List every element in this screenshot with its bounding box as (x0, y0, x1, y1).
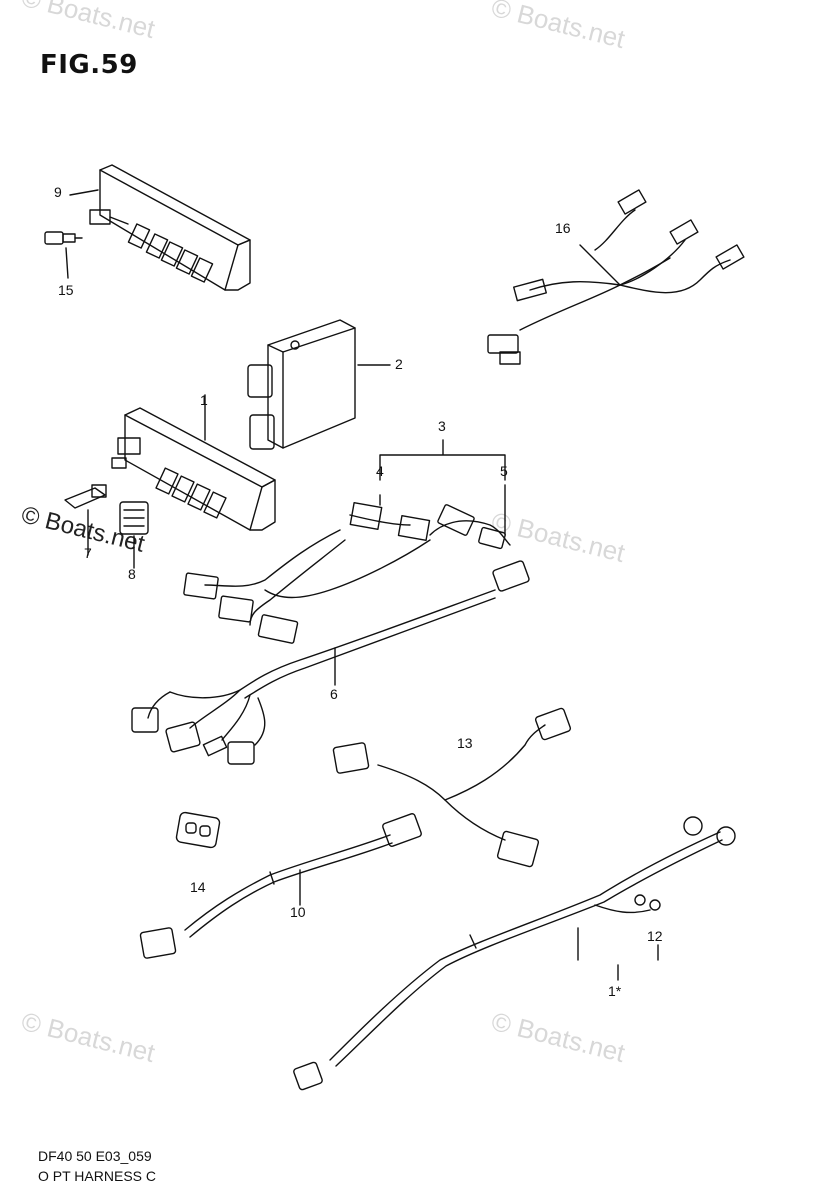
callout-12: 12 (647, 928, 663, 944)
callout-6: 6 (330, 686, 338, 702)
leader-15 (65, 247, 69, 279)
callout-7: 7 (84, 545, 92, 561)
drawing-caption: O PT HARNESS C (38, 1168, 156, 1184)
callout-15: 15 (58, 282, 74, 298)
callout-1: 1 (200, 392, 208, 408)
callout-16: 16 (555, 220, 571, 236)
callout-11: 1* (608, 983, 622, 999)
part-10-harness[interactable] (139, 813, 422, 959)
part-4-harness[interactable] (183, 502, 431, 644)
leader-11-12 (577, 927, 659, 981)
callout-5: 5 (500, 463, 508, 479)
part-5-harness[interactable] (264, 504, 511, 599)
part-9-relay-box[interactable] (89, 164, 251, 291)
leader-9 (69, 189, 99, 196)
part-6-main-harness[interactable] (131, 560, 530, 765)
part-16-wire-harness[interactable] (487, 189, 745, 365)
part-14-connector-block[interactable] (175, 811, 221, 849)
callout-10: 10 (290, 904, 306, 920)
part-13-harness[interactable] (332, 707, 572, 868)
part-7-terminal[interactable] (64, 484, 107, 509)
callout-8: 8 (128, 566, 136, 582)
part-8-connector[interactable] (119, 501, 149, 535)
drawing-code: DF40 50 E03_059 (38, 1148, 152, 1164)
callout-14: 14 (190, 879, 206, 895)
part-15-terminal[interactable] (44, 231, 83, 245)
callout-2: 2 (395, 356, 403, 372)
part-1-relay-box[interactable] (111, 407, 276, 531)
figure-title: FIG.59 (40, 50, 138, 80)
callout-13: 13 (457, 735, 473, 751)
callout-9: 9 (54, 184, 62, 200)
callout-4: 4 (376, 463, 384, 479)
part-2-control-module[interactable] (247, 319, 356, 450)
part-12-terminal[interactable] (594, 894, 661, 914)
callout-3: 3 (438, 418, 446, 434)
leader-3-bracket (379, 439, 506, 481)
part-11-battery-cable[interactable] (293, 816, 736, 1091)
